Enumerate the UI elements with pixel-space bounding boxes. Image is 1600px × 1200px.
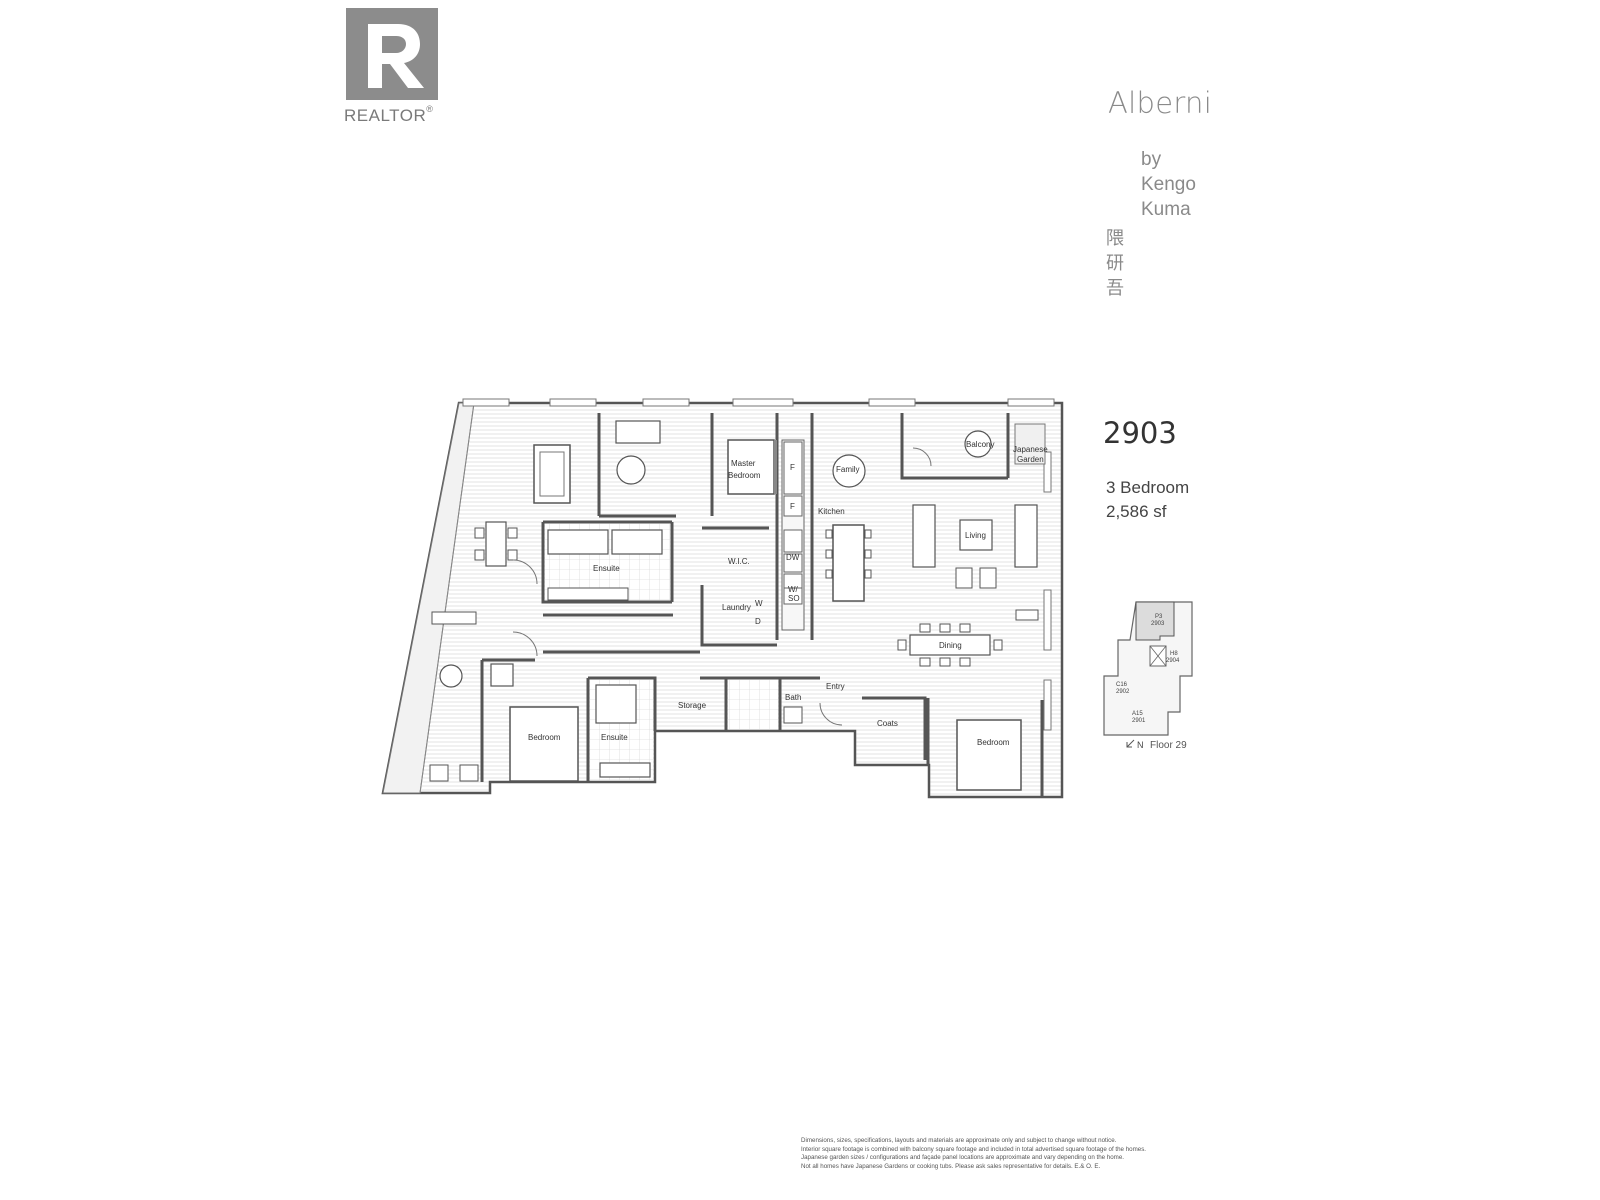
north-label: N bbox=[1137, 740, 1144, 750]
svg-text:2902: 2902 bbox=[1116, 689, 1130, 695]
bedroom-right-bed bbox=[956, 719, 1022, 791]
label-ensuite-left: Ensuite bbox=[601, 733, 628, 742]
label-family: Family bbox=[836, 465, 860, 474]
master-bed bbox=[727, 439, 775, 495]
realtor-logo: REALTOR® bbox=[344, 6, 448, 126]
label-wine-1: W/ bbox=[788, 585, 799, 594]
label-living: Living bbox=[965, 531, 986, 540]
keyplan-highlight-2903 bbox=[1135, 601, 1175, 641]
label-dishwasher: DW bbox=[786, 553, 800, 562]
label-wine-2: SO bbox=[788, 594, 800, 603]
label-japanese-garden-1: Japanese bbox=[1013, 445, 1048, 454]
north-arrow-icon bbox=[1126, 739, 1135, 748]
bedroom-left-bed bbox=[509, 706, 579, 782]
label-bedroom-left: Bedroom bbox=[528, 733, 561, 742]
realtor-wordmark: REALTOR® bbox=[344, 104, 434, 125]
unit-number: 2903 bbox=[1103, 416, 1177, 450]
unit-area: 2,586 sf bbox=[1106, 502, 1167, 521]
building-name: Alberni bbox=[1108, 86, 1213, 120]
architect-name-japanese: 隈 研 吾 bbox=[1106, 228, 1124, 298]
label-ensuite-master: Ensuite bbox=[593, 564, 620, 573]
label-storage: Storage bbox=[678, 701, 707, 710]
disclaimer: Dimensions, sizes, specifications, layou… bbox=[801, 1137, 1147, 1170]
dining-table bbox=[909, 634, 991, 656]
label-laundry: Laundry bbox=[722, 603, 751, 612]
svg-text:C16: C16 bbox=[1116, 682, 1128, 688]
svg-text:2903: 2903 bbox=[1151, 621, 1165, 627]
label-japanese-garden-2: Garden bbox=[1017, 455, 1044, 464]
svg-text:A15: A15 bbox=[1132, 711, 1143, 717]
svg-text:H8: H8 bbox=[1170, 651, 1178, 657]
architect-credit: by Kengo Kuma bbox=[1141, 149, 1196, 220]
unit-bedrooms: 3 Bedroom bbox=[1106, 478, 1190, 497]
svg-text:P3: P3 bbox=[1155, 614, 1163, 620]
realtor-r-icon bbox=[346, 8, 438, 100]
label-bath: Bath bbox=[785, 693, 801, 702]
label-wic: W.I.C. bbox=[728, 557, 750, 566]
svg-text:2904: 2904 bbox=[1166, 658, 1180, 664]
label-dining: Dining bbox=[939, 641, 962, 650]
label-master-bedroom-1: Master bbox=[731, 459, 756, 468]
label-fridge-1: F bbox=[790, 463, 795, 472]
label-coats: Coats bbox=[877, 719, 898, 728]
kitchen-island bbox=[832, 524, 865, 602]
label-bedroom-right: Bedroom bbox=[977, 738, 1010, 747]
label-dryer: D bbox=[755, 617, 761, 626]
label-master-bedroom-2: Bedroom bbox=[728, 471, 761, 480]
label-entry: Entry bbox=[826, 682, 845, 691]
label-fridge-2: F bbox=[790, 502, 795, 511]
label-balcony: Balcony bbox=[966, 440, 994, 449]
floor-label: Floor 29 bbox=[1150, 740, 1187, 751]
label-kitchen: Kitchen bbox=[818, 507, 845, 516]
svg-text:2901: 2901 bbox=[1132, 718, 1146, 724]
label-washer: W bbox=[755, 599, 763, 608]
